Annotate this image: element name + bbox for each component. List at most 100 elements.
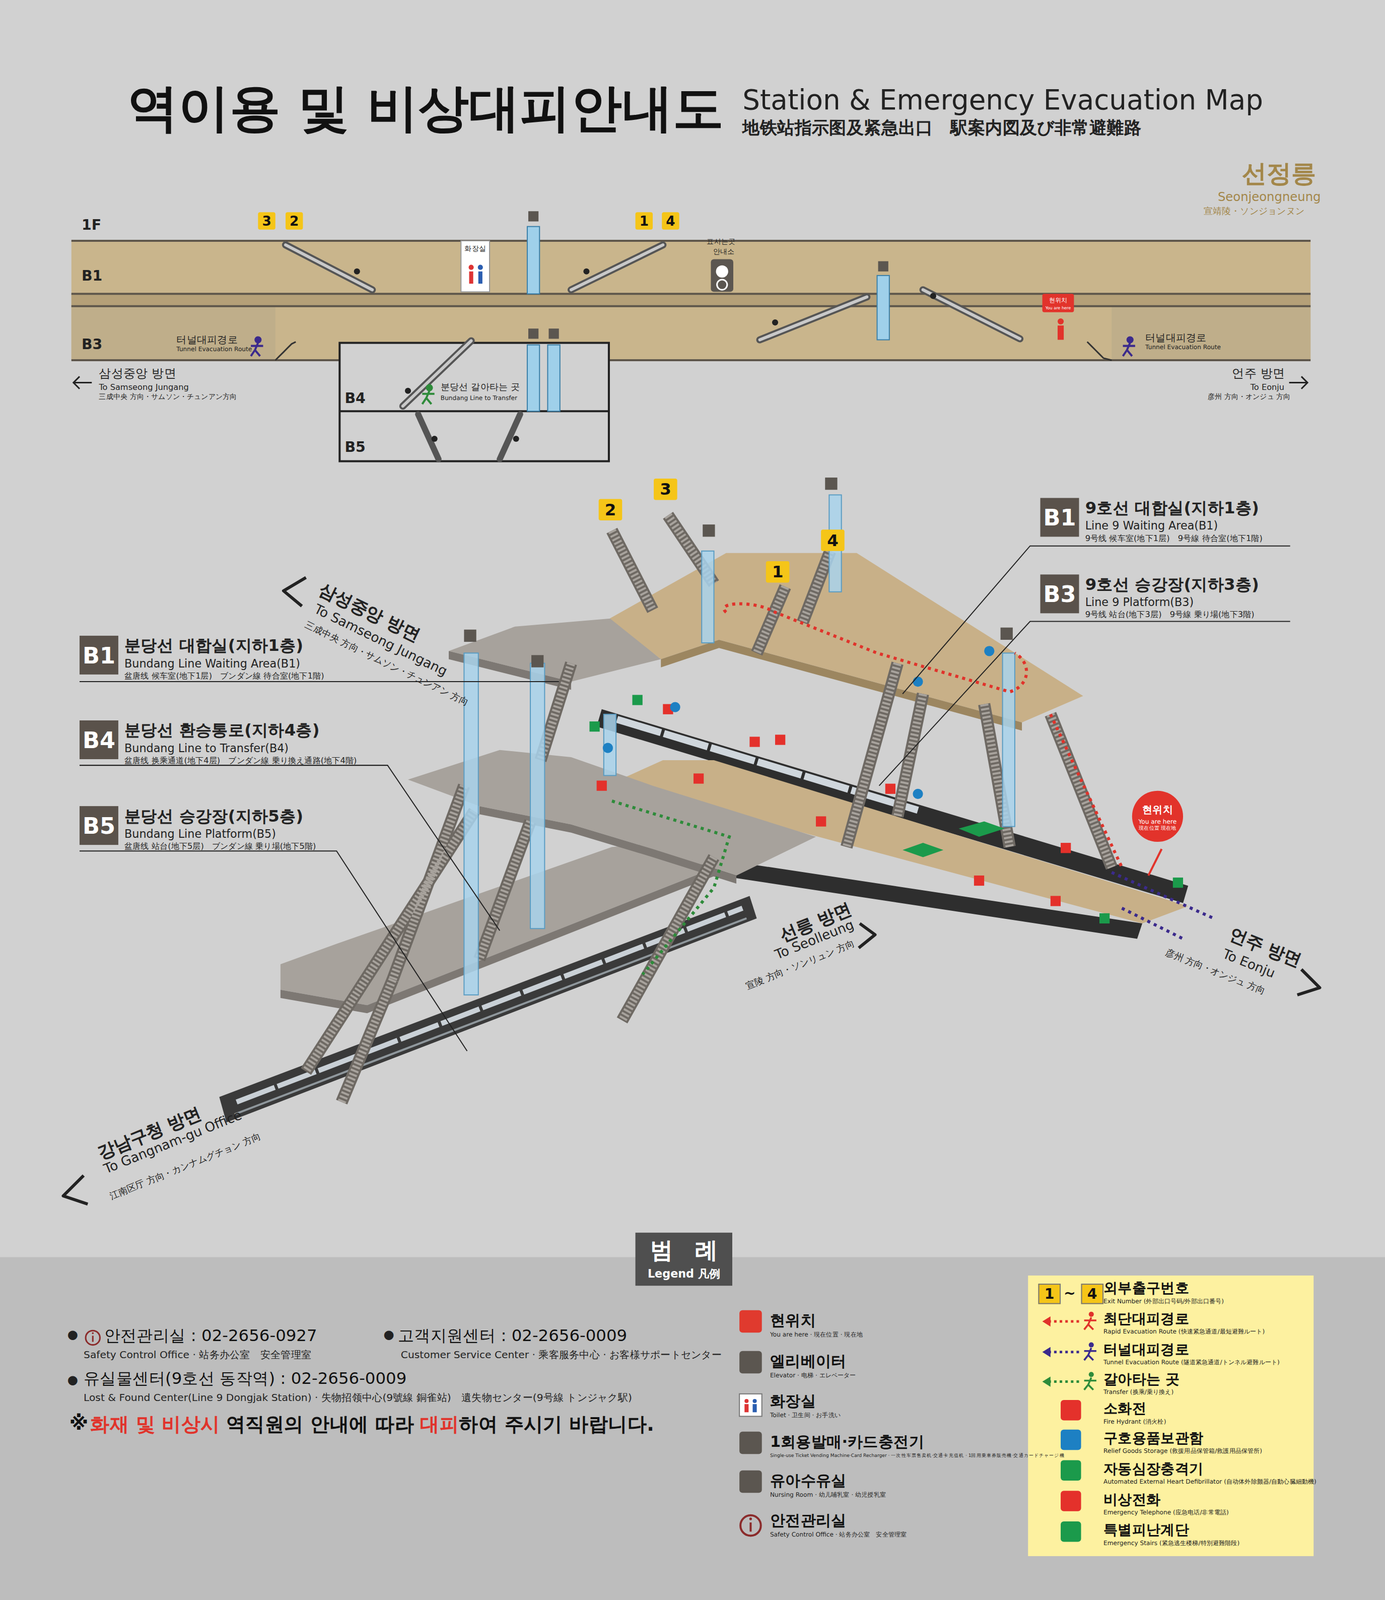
direction-label: 삼성중앙 방면	[98, 367, 177, 382]
legend-swatch	[739, 1470, 763, 1493]
exit-digit: 1	[1044, 1285, 1055, 1302]
level-badge: B19호선 대합실(지하1층)Line 9 Waiting Area(B1)9号…	[1040, 497, 1263, 544]
legend-text: 화장실	[770, 1391, 816, 1411]
level-code: B3	[1040, 574, 1080, 613]
direction-label-cjk: 彦州 方向・オンジュ 方向	[1207, 392, 1291, 401]
floor-label: B4	[344, 389, 366, 407]
here-caption: You are here	[1138, 816, 1177, 824]
level-caption: Bundang Line to Transfer(B4)	[124, 741, 357, 755]
legend-heading: 범 례Legend 凡例	[635, 1232, 733, 1286]
level-caption: 9号线 候车室(地下1层) 9号線 待合室(地下1階)	[1085, 532, 1263, 544]
notice: 역직원의 안내에 따라	[226, 1410, 414, 1438]
legend-text: 소화전	[1103, 1399, 1147, 1418]
legend-sub: Emergency Telephone (应急电话/非常電話)	[1103, 1508, 1229, 1516]
legend-text: 비상전화	[1103, 1490, 1161, 1509]
exit-number: 1	[635, 212, 654, 230]
level-caption: Bundang Line Platform(B5)	[124, 827, 316, 841]
level-caption: 9호선 승강장(지하3층)	[1085, 574, 1260, 596]
legend-text: 엘리베이터	[770, 1351, 847, 1371]
legend-text: 특별피난계단	[1103, 1520, 1190, 1540]
contact-label-en: Safety Control Office · 站务办公室 安全管理室	[83, 1348, 312, 1361]
legend-swatch	[1060, 1520, 1082, 1542]
legend-sub: Toilet · 卫生间 · お手洗い	[770, 1411, 841, 1419]
legend-heading-text: 범 례	[647, 1235, 721, 1267]
here-caption: 현위치	[1045, 295, 1071, 305]
exit-number: 4	[820, 529, 845, 551]
exit-number: 4	[661, 212, 680, 230]
level-badge: B5분당선 승강장(지하5층)Bundang Line Platform(B5)…	[79, 805, 316, 852]
level-caption: Line 9 Waiting Area(B1)	[1085, 519, 1263, 533]
contact-label-en: Lost & Found Center(Line 9 Dongjak Stati…	[83, 1391, 633, 1404]
legend-range: ~	[1063, 1284, 1076, 1301]
route-label-en: Tunnel Evacuation Route	[1145, 343, 1221, 352]
facility-label: 표사는곳	[706, 237, 736, 246]
here-caption: You are here	[1045, 305, 1071, 311]
level-badge: B4분당선 환승통로(지하4층)Bundang Line to Transfer…	[79, 720, 357, 767]
contact-label: 고객지원센터 : 02-2656-0009	[397, 1326, 628, 1345]
legend-swatch	[1060, 1399, 1082, 1421]
transfer-label: 분당선 갈아타는 곳	[440, 381, 520, 393]
exit-digit: 1	[772, 562, 784, 582]
legend-text: 현위치	[770, 1310, 816, 1331]
legend-sub: Transfer (换乘/乗り換え)	[1103, 1388, 1174, 1396]
level-badge: B39호선 승강장(지하3층)Line 9 Platform(B3)9号线 站台…	[1040, 574, 1260, 620]
level-caption: 盆唐线 换乘通道(地下4层) ブンダン線 乗り換え通路(地下4階)	[124, 754, 357, 767]
toilet-label: 화장실	[460, 243, 490, 254]
floor-label: B5	[344, 438, 366, 456]
badge-texts: 9호선 승강장(지하3층)Line 9 Platform(B3)9号线 站台(地…	[1085, 574, 1260, 620]
level-caption: 9호선 대합실(지하1층)	[1085, 497, 1263, 520]
floor-label: B3	[81, 335, 103, 353]
contact-label-en: Customer Service Center · 乘客服务中心 · お客様サポ…	[400, 1348, 722, 1361]
notice: 대피	[420, 1410, 459, 1438]
bullet: ●	[67, 1328, 79, 1343]
notice: 화재 및 비상시	[90, 1410, 221, 1438]
route-label: 터널대피경로	[1145, 331, 1207, 343]
legend-text: 터널대피경로	[1103, 1340, 1190, 1359]
level-code: B5	[79, 805, 119, 845]
level-caption: 盆唐线 站台(地下5层) ブンダン線 乗り場(地下5階)	[124, 840, 316, 852]
contact-label: 안전관리실 : 02-2656-0927	[104, 1326, 318, 1345]
exit-number: 1	[1037, 1283, 1061, 1304]
here-box: 현위치You are here	[1042, 293, 1075, 312]
exit-number: 3	[653, 478, 678, 501]
facility-label: 안내소	[713, 247, 735, 256]
legend-sub: Relief Goods Storage (救援用品保管箱/救護用品保管所)	[1103, 1447, 1263, 1455]
legend-text: 1회용발매·카드충전기	[770, 1432, 925, 1452]
legend-swatch	[739, 1350, 763, 1374]
legend-text: 외부출구번호	[1103, 1279, 1190, 1298]
direction-label: 언주 방면	[1231, 367, 1285, 382]
legend-swatch	[739, 1309, 763, 1333]
level-caption: Bundang Line Waiting Area(B1)	[124, 656, 324, 670]
exit-digit: 4	[1087, 1285, 1098, 1302]
floor-label: 1F	[81, 216, 102, 233]
level-caption: 분당선 대합실(지하1층)	[124, 635, 324, 658]
level-caption: Line 9 Platform(B3)	[1085, 595, 1260, 609]
legend-sub: Automated External Heart Defibrillator (…	[1103, 1478, 1317, 1486]
transfer-label-en: Bundang Line to Transfer	[440, 394, 518, 402]
legend-text: 구호용품보관함	[1103, 1429, 1204, 1448]
legend-sub: Nursing Room · 幼儿哺乳室 · 幼児授乳室	[770, 1491, 886, 1499]
exit-digit: 4	[826, 530, 839, 550]
level-badge: B1분당선 대합실(지하1층)Bundang Line Waiting Area…	[79, 635, 325, 682]
exit-number: 4	[1081, 1283, 1104, 1304]
badge-texts: 분당선 환승통로(지하4층)Bundang Line to Transfer(B…	[124, 720, 357, 767]
exit-digit: 3	[261, 213, 271, 229]
legend-swatch	[1060, 1460, 1082, 1481]
legend-sub: Emergency Stairs (紧急逃生楼梯/特別避難階段)	[1103, 1539, 1240, 1547]
legend-sub: Exit Number (外部出口号码/外部出口番号)	[1103, 1297, 1224, 1305]
station-name-cjk: 宣靖陵・ソンジョンヌン	[1203, 205, 1305, 217]
legend-text: 갈아타는 곳	[1103, 1369, 1181, 1389]
exit-number: 2	[285, 212, 304, 230]
badge-texts: 분당선 승강장(지하5층)Bundang Line Platform(B5)盆唐…	[124, 805, 316, 852]
legend-sub: Single-use Ticket Vending Machine·Card R…	[770, 1452, 1065, 1458]
title-cjk: 地铁站指示图及紧急出口 駅案内図及び非常避難路	[742, 118, 1142, 139]
legend-sub: Fire Hydrant (消火栓)	[1103, 1417, 1166, 1425]
legend-text: 최단대피경로	[1103, 1309, 1190, 1329]
exit-number: 3	[257, 212, 276, 230]
badge-texts: 분당선 대합실(지하1층)Bundang Line Waiting Area(B…	[124, 635, 324, 682]
legend-sub: Tunnel Evacuation Route (隧道紧急通道/トンネル避難ルー…	[1103, 1358, 1280, 1366]
exit-number: 1	[766, 561, 790, 583]
title-english: Station & Emergency Evacuation Map	[742, 83, 1264, 116]
notice-row: ※화재 및 비상시역직원의 안내에 따라대피하여 주시기 바랍니다.	[69, 1410, 655, 1438]
toilet-box: 화장실	[460, 240, 490, 254]
